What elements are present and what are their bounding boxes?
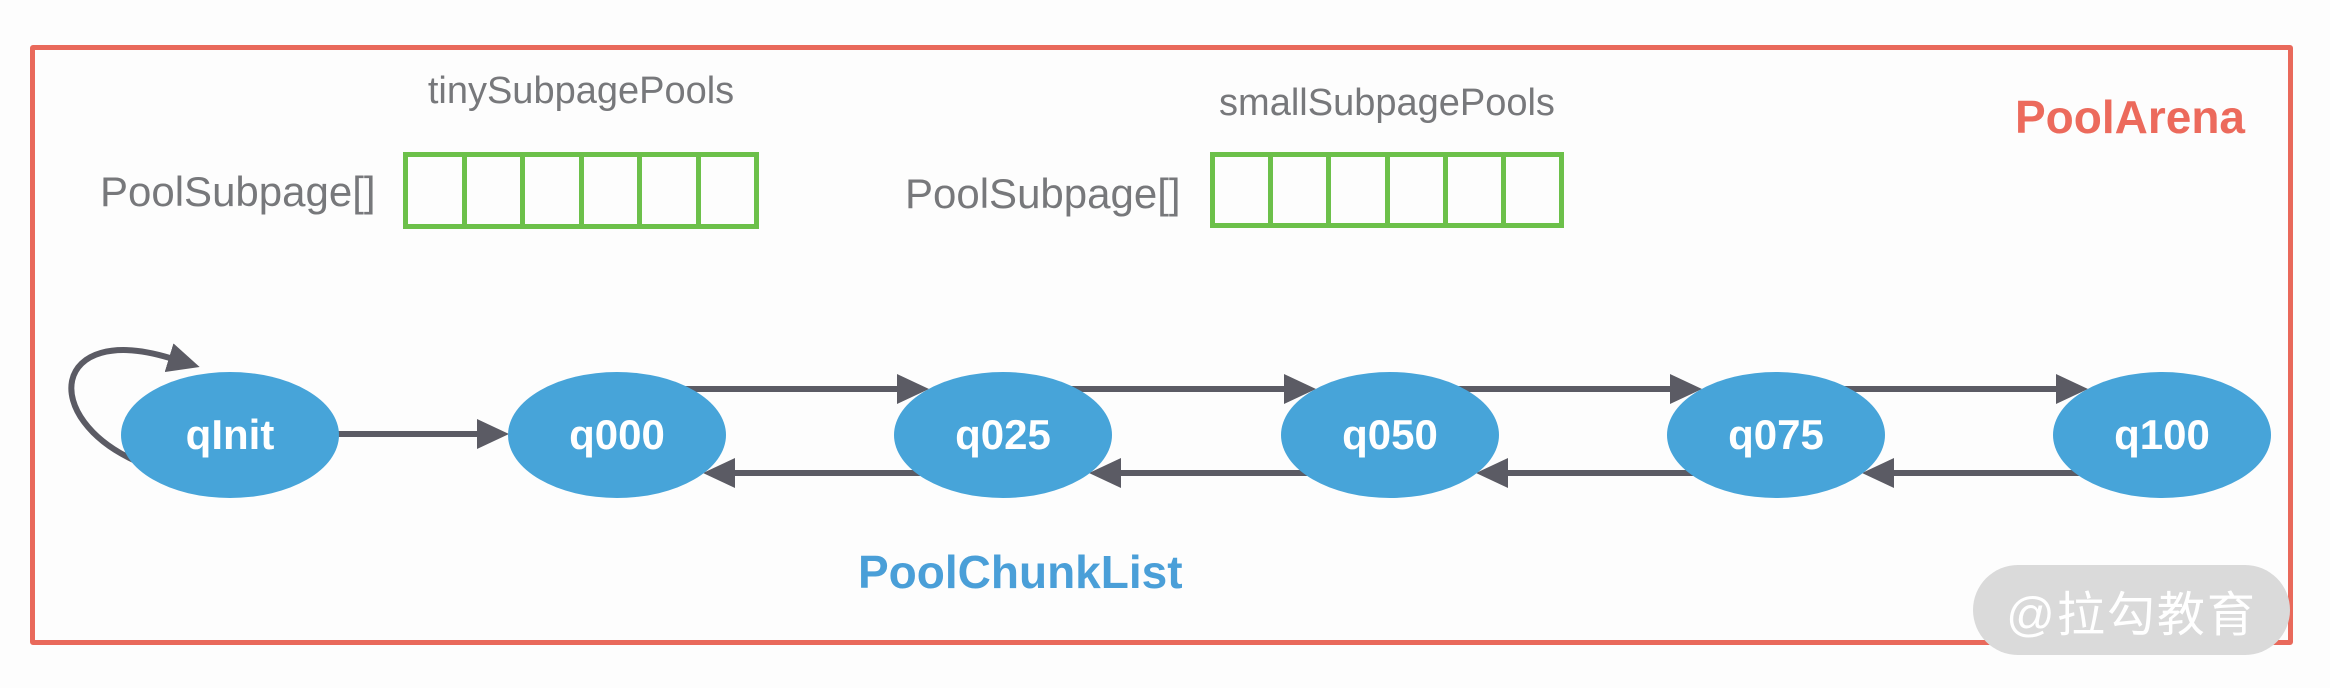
watermark-text: @拉勾教育 (2006, 589, 2257, 642)
array-cell (525, 157, 584, 224)
node-q100: q100 (2053, 372, 2271, 498)
small-subpage-pools-title: smallSubpagePools (1219, 82, 1555, 124)
array-cell (1448, 157, 1506, 223)
node-qinit: qInit (121, 372, 339, 498)
array-cell (1215, 157, 1274, 223)
arena-label: PoolArena (2014, 91, 2245, 143)
array-cell (1273, 157, 1332, 223)
arena-box (30, 45, 2293, 645)
pool-chunk-list-label: PoolChunkList (858, 546, 1183, 598)
array-cell (584, 157, 642, 224)
arrow-qinit-self-loop-icon (68, 343, 200, 465)
node-q075: q075 (1667, 372, 1885, 498)
node-q050: q050 (1281, 372, 1499, 498)
small-subpage-array-label: PoolSubpage[] (905, 170, 1181, 217)
tiny-subpage-array-label: PoolSubpage[] (100, 168, 376, 215)
array-cell (1390, 157, 1448, 223)
array-cell (1331, 157, 1390, 223)
array-cell (642, 157, 701, 224)
array-cell (701, 157, 755, 224)
node-q000: q000 (508, 372, 726, 498)
tiny-subpage-array (403, 152, 759, 229)
small-subpage-array (1210, 152, 1564, 228)
tiny-subpage-pools-title: tinySubpagePools (427, 70, 735, 112)
array-cell (467, 157, 525, 224)
array-cell (1506, 157, 1559, 223)
watermark-badge: @拉勾教育 (1973, 565, 2290, 655)
node-q025: q025 (894, 372, 1112, 498)
array-cell (408, 157, 467, 224)
